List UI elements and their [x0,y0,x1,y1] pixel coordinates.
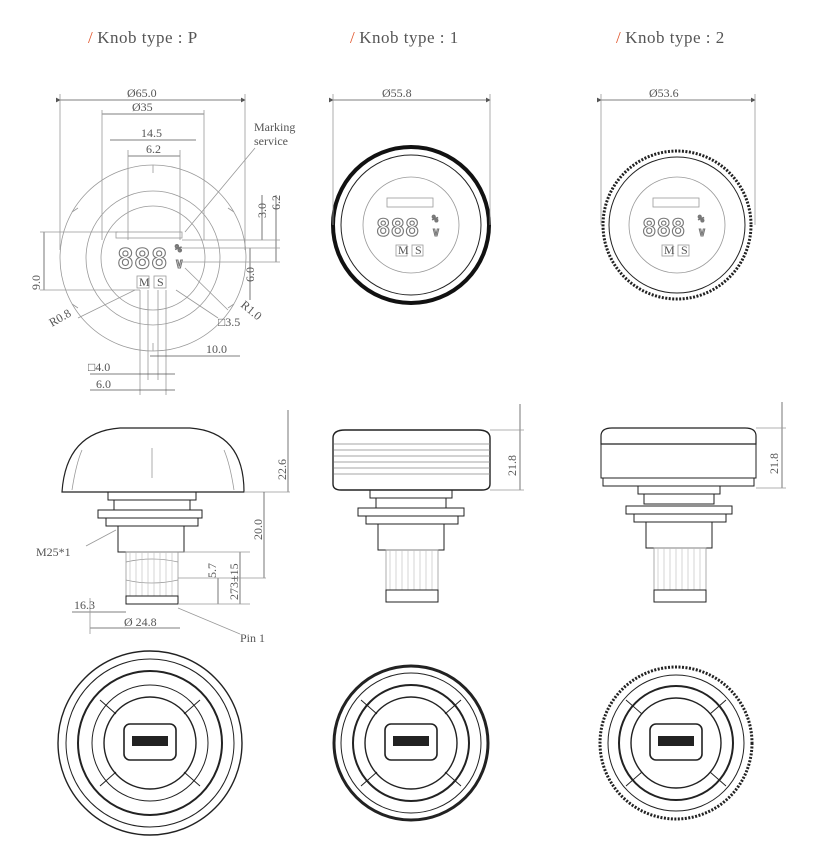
side-view-type-2: 21.8 [600,402,786,603]
dim-d55-8: Ø55.8 [382,86,412,100]
dim-h3-0: 3.0 [255,203,269,218]
dim-h21-8: 21.8 [505,455,519,476]
top-view-type-p: 888 % V M S [29,86,295,395]
s-key: S [415,243,422,257]
dim-w6-0: 6.0 [96,377,111,391]
dim-w14-5: 14.5 [141,126,162,140]
dim-h5-7: 5.7 [205,563,219,578]
dim-h21-8: 21.8 [767,453,781,474]
dim-d24-8: Ø 24.8 [124,615,157,629]
side-view-type-p: 22.6 20.0 M25*1 5.7 273±15 16.3 Ø 24.8 P… [36,410,290,645]
segment-display: 888 [117,242,168,275]
marking-label-2: service [254,134,288,148]
top-view-type-2: 888 % V M S Ø53.6 [597,86,756,301]
pin-1-label: Pin 1 [240,631,265,645]
dim-w6-2: 6.2 [146,142,161,156]
percent-indicator: % [698,214,704,225]
dim-sq3-5: □3.5 [218,315,240,329]
dim-d53-6: Ø53.6 [649,86,679,100]
dim-r1-0: R1.0 [238,298,265,324]
volt-indicator: V [176,258,183,271]
title-text: Knob type : P [97,28,198,47]
thread-m25: M25*1 [36,545,71,559]
title-text: Knob type : 2 [625,28,725,47]
dim-h9-0: 9.0 [29,275,43,290]
percent-indicator: % [432,214,438,225]
percent-indicator: % [175,242,182,255]
marking-label-1: Marking [254,120,295,134]
s-key: S [681,243,688,257]
knob-type-1-title: /Knob type : 1 [350,28,459,48]
bottom-view-type-2 [598,665,754,821]
dim-r0-8: R0.8 [47,306,74,330]
title-slash: / [350,28,356,47]
knob-type-p-title: /Knob type : P [88,28,198,48]
m-key: M [664,243,675,257]
dim-sq4-0: □4.0 [88,360,110,374]
segment-display: 888 [376,214,419,242]
dim-h6-2: 6.2 [269,195,283,210]
top-view-type-1: 888 % V M S Ø55.8 [329,86,491,305]
dim-w16-3: 16.3 [74,598,95,612]
dim-h6-0: 6.0 [243,267,257,282]
title-slash: / [616,28,622,47]
dim-w10-0: 10.0 [206,342,227,356]
volt-indicator: V [699,228,705,239]
title-slash: / [88,28,94,47]
side-view-type-1: 21.8 [332,404,524,603]
bottom-view-type-1 [332,664,490,822]
title-text: Knob type : 1 [359,28,459,47]
dim-h20-0: 20.0 [251,519,265,540]
dim-h22-6: 22.6 [275,459,289,480]
dim-d65: Ø65.0 [127,86,157,100]
volt-indicator: V [433,228,439,239]
knob-type-2-title: /Knob type : 2 [616,28,725,48]
segment-display: 888 [642,214,685,242]
m-key: M [398,243,409,257]
s-key: S [157,275,164,289]
dim-d35: Ø35 [132,100,153,114]
m-key: M [139,275,150,289]
bottom-view-type-p [57,650,243,836]
dim-h273: 273±15 [227,563,241,600]
